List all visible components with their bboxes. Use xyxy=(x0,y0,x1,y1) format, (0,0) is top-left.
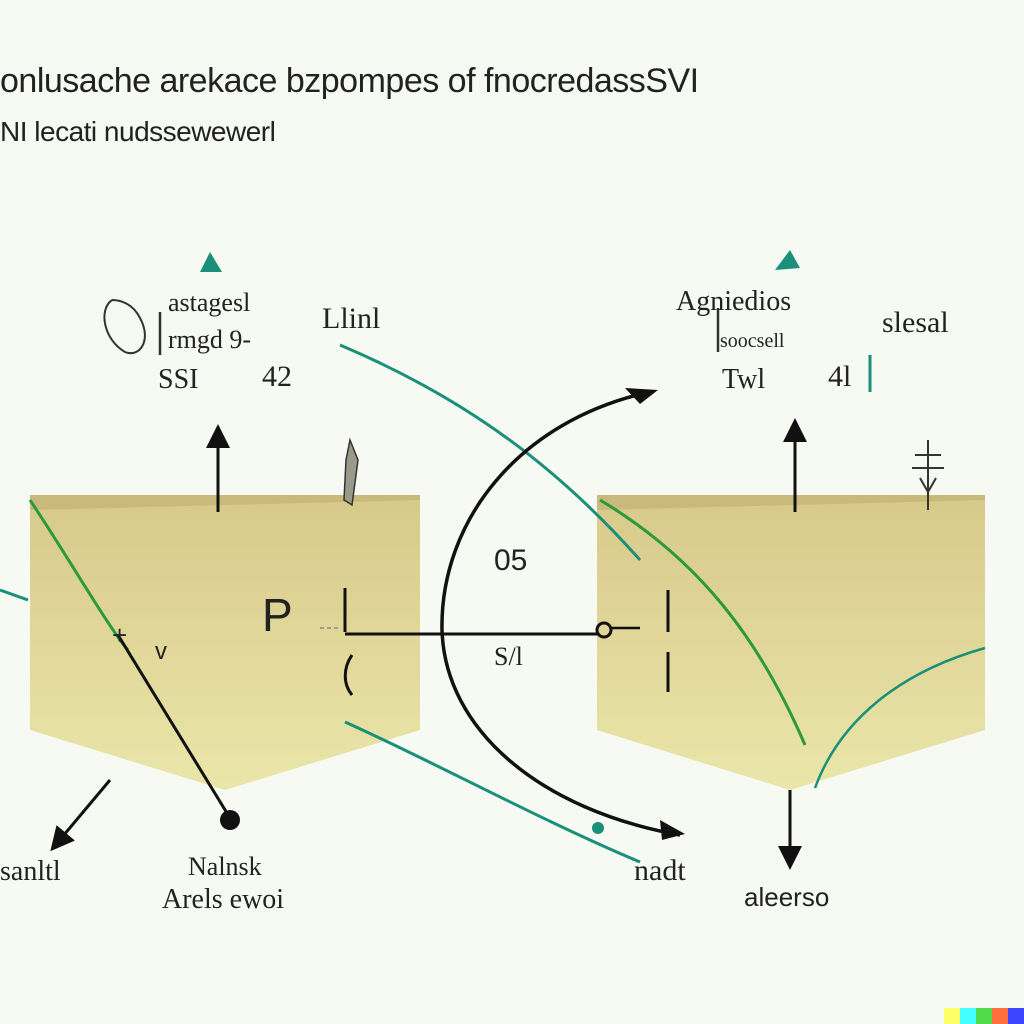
right-block-face xyxy=(597,495,985,790)
left-side-label: Llinl xyxy=(322,302,381,335)
left-paren-mark xyxy=(343,654,354,696)
right-label-line1: Agniedios xyxy=(676,286,792,317)
bottom-right-label: aleerso xyxy=(744,882,830,912)
left-down-arrow xyxy=(50,779,112,852)
diagram-subtitle: NI lecati nudssewewerl xyxy=(0,116,276,147)
left-label-num2: 42 xyxy=(262,360,292,393)
left-diagonal-line xyxy=(116,634,232,819)
left-scribble xyxy=(103,299,146,355)
central-arc xyxy=(440,390,681,837)
right-label-num2: 4l xyxy=(828,360,852,393)
teal-marker-left xyxy=(200,252,222,272)
teal-curve-right xyxy=(813,646,986,789)
middle-number: 05 xyxy=(494,544,528,577)
connector-node xyxy=(595,621,613,639)
teal-curve-left-stub xyxy=(0,588,29,602)
connector-label: S/l xyxy=(494,642,523,671)
color-watermark xyxy=(944,1008,1024,1024)
left-center-glyph: P xyxy=(262,589,293,641)
left-block-face xyxy=(30,495,420,790)
left-v-glyph: v xyxy=(155,638,167,665)
right-side-label: slesal xyxy=(882,306,949,339)
central-arc-top-head xyxy=(625,388,658,404)
left-block-top-edge xyxy=(30,495,420,510)
left-cross-glyph: + xyxy=(112,620,128,650)
left-label-line2: rmgd 9- xyxy=(168,325,252,354)
pencil-icon xyxy=(343,437,359,507)
green-curve-right xyxy=(599,498,807,746)
bottom-center-label: nadt xyxy=(634,854,686,887)
bottom-left-label: sanltl xyxy=(0,856,61,887)
right-label-num1: Twl xyxy=(722,364,766,395)
central-arc-bottom-head xyxy=(660,820,685,840)
diagram-title: onlusache arekace bzpompes of fnocredass… xyxy=(0,62,699,100)
bottom-label-line1: Nalnsk xyxy=(188,852,262,881)
teal-marker-right xyxy=(775,250,800,270)
teal-curve-lower xyxy=(344,720,641,864)
right-label-line2: soocsell xyxy=(720,330,785,352)
left-label-num1: SSI xyxy=(158,364,199,395)
left-label-line1: astagesl xyxy=(168,288,251,317)
tower-icon xyxy=(912,440,944,510)
teal-curve-upper xyxy=(339,343,642,561)
teal-dot xyxy=(592,822,604,834)
right-block-top-edge xyxy=(597,495,985,510)
bottom-label-line2: Arels ewoi xyxy=(162,884,285,915)
left-block xyxy=(30,495,420,790)
right-block xyxy=(597,495,985,790)
left-anchor-dot xyxy=(220,810,240,830)
